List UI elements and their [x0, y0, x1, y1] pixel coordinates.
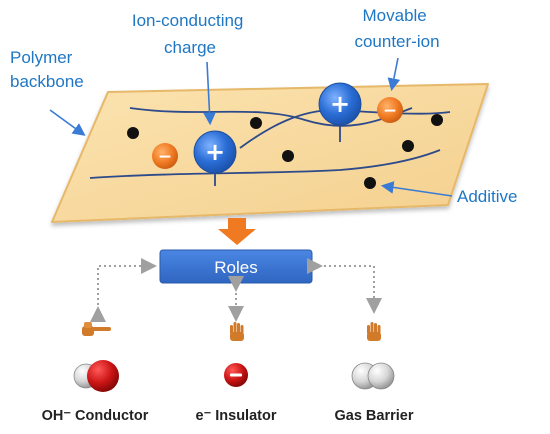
- additive-particle: [431, 114, 443, 126]
- fixed-positive-charge-right: +: [318, 82, 362, 126]
- connector-left: [90, 258, 157, 322]
- down-arrow-icon: [218, 218, 256, 245]
- additive-particle: [364, 177, 376, 189]
- plus-sign: +: [205, 138, 225, 166]
- minus-sign: −: [383, 101, 397, 121]
- polymer-backbone-label: Polymer backbone: [10, 48, 84, 91]
- connector-right: [307, 258, 382, 314]
- additive-particle: [282, 150, 294, 162]
- ion-conducting-charge-label: Ion-conducting charge: [132, 11, 248, 57]
- raised-hand-icon: [367, 322, 381, 341]
- movable-counter-ion-label: Movable counter-ion: [354, 6, 439, 51]
- additive-label: Additive: [457, 187, 517, 206]
- minus-sign: −: [158, 147, 172, 167]
- role-label-oh-conductor: OH⁻ Conductor: [42, 408, 149, 424]
- role-label-gas-barrier: Gas Barrier: [335, 408, 414, 424]
- hydroxide-molecule-icon: [73, 360, 119, 392]
- ion-charge-arrow: [203, 61, 216, 126]
- polymer-sheet: [51, 83, 489, 223]
- counter-ion-right: −: [377, 97, 403, 123]
- additive-particle: [127, 127, 139, 139]
- pointing-hand-icon: [82, 322, 111, 336]
- hydrogen-molecule-icon: [351, 362, 395, 390]
- roles-box: Roles: [159, 249, 313, 284]
- counter-ion-arrow: [387, 57, 401, 92]
- counter-ion-left: −: [152, 143, 178, 169]
- additive-arrow: [380, 181, 453, 197]
- fixed-positive-charge-left: +: [193, 130, 237, 174]
- polymer-chain-bottom: [89, 149, 441, 179]
- plus-sign: +: [330, 90, 350, 118]
- polymer-chain-top: [129, 107, 413, 127]
- additive-particle: [250, 117, 262, 129]
- raised-hand-icon: [230, 322, 244, 341]
- role-label-e-insulator: e⁻ Insulator: [196, 408, 277, 424]
- roles-label: Roles: [214, 258, 257, 277]
- additive-particle: [402, 140, 414, 152]
- electron-ball-icon: [224, 363, 248, 387]
- polymer-backbone-arrow: [49, 109, 86, 136]
